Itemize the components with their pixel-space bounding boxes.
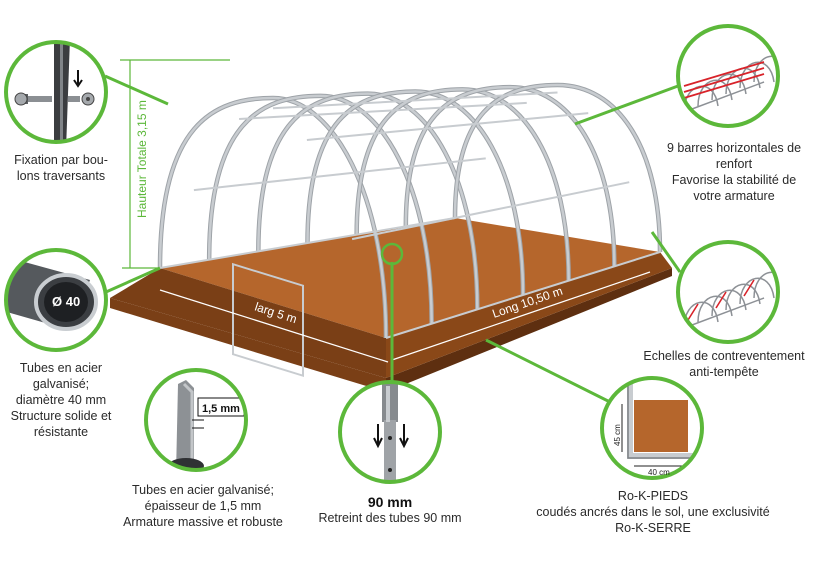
horizontal-bar [272,91,558,110]
height-label: Hauteur Totale 3,15 m [135,100,149,218]
mini-bracing [715,291,727,309]
feet-caption-line: Ro-K-PIEDS [617,489,689,503]
bars-caption-line: 9 barres horizontales de [666,141,802,155]
mini-arch [753,55,778,83]
mini-bar [683,61,765,87]
feet-caption-line: Ro-K-SERRE [615,521,691,535]
tube-caption-line: galvanisé; [32,377,90,391]
tube-caption-line: diamètre 40 mm [15,393,107,407]
horizontal-bars-icon [676,24,780,128]
mini-rail [683,81,765,113]
feet-caption: Ro-K-PIEDS coudés ancrés dans le sol, un… [522,488,784,536]
arch-tube-highlight [158,96,388,339]
tube-thickness-icon: 1,5 mm [144,368,248,472]
horizontal-bar [193,157,486,192]
bracing-ladder-icon [676,240,780,344]
ladders-caption-line: Echelles de contreventement [643,349,805,363]
tube-caption-line: Tubes en acier [19,361,103,375]
base-rail [385,251,661,339]
thickness-caption-line: Armature massive et robuste [123,515,283,529]
mini-arch [697,295,733,323]
mini-arch [753,271,778,299]
mini-bar [683,73,765,99]
tube-retreint-icon [338,380,442,484]
bolt-caption-line: Fixation par bou- [14,153,108,167]
retreint-caption-line: Retreint des tubes 90 mm [318,511,462,525]
mini-arch [725,283,761,311]
mini-arch [739,277,775,305]
horizontal-bar [306,112,589,141]
bolt-caption-line: lons traversants [16,169,106,183]
bolt-fixation-icon [4,40,108,144]
foot-vertical-dim: 45 cm [613,424,622,446]
foot-anchor-icon: 45 cm 40 cm [600,376,704,480]
mini-bracing [687,303,699,321]
door-frame [232,262,304,377]
tube-section-icon: Ø 40 [4,248,108,352]
bars-caption-line: Favorise la stabilité de [671,173,797,187]
bars-caption-line: renfort [715,157,753,171]
retreint-title: 90 mm [367,494,413,510]
feet-caption-line: coudés ancrés dans le sol, une exclusivi… [536,505,770,519]
arch-tube-highlight [404,85,616,267]
greenhouse-frame [157,82,663,377]
tube-caption: Tubes en acier galvanisé; diamètre 40 mm… [0,360,122,440]
ladders-caption-line: anti-tempête [689,365,759,379]
thickness-caption-line: épaisseur de 1,5 mm [144,499,262,513]
height-dimension [120,59,230,269]
callout-connectors [104,74,682,404]
mini-bracing [743,279,755,297]
arch-tube-highlight [257,92,479,310]
tube-caption-line: résistante [33,425,89,439]
tube-caption-line: Structure solide et [10,409,112,423]
mini-rail [683,297,765,329]
mini-arch [697,79,733,107]
tube-diameter-badge: Ø 40 [52,294,80,309]
bars-caption: 9 barres horizontales de renfort Favoris… [652,140,816,204]
arch-tube-highlight [306,90,525,296]
arch-tube-highlight [207,94,433,324]
horizontal-bar [351,181,630,241]
arch-tube-highlight [355,88,570,281]
mini-arch [739,61,775,89]
foot-horizontal-dim: 40 cm [648,468,670,477]
mini-bar [683,67,765,93]
base-rail [159,217,456,269]
thickness-caption: Tubes en acier galvanisé; épaisseur de 1… [110,482,296,530]
mini-arch [711,289,747,317]
soil-base [110,218,672,392]
bars-caption-line: votre armature [693,189,775,203]
mini-arch [711,73,747,101]
arch-tube-highlight [453,83,662,253]
ladders-caption: Echelles de contreventement anti-tempête [630,348,818,380]
thickness-badge: 1,5 mm [202,403,240,415]
dimension-lines [159,271,651,363]
horizontal-bar [239,101,527,120]
retreint-caption: 90 mm Retreint des tubes 90 mm [300,494,480,526]
detail-marker [380,242,404,266]
bolt-caption: Fixation par bou- lons traversants [0,152,122,184]
thickness-caption-line: Tubes en acier galvanisé; [132,483,274,497]
